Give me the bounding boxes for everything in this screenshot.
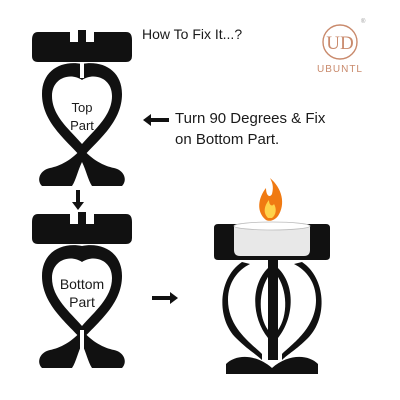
arrow-left-icon — [143, 114, 169, 126]
bottom-part-label-line1: Bottom — [59, 276, 105, 292]
registered-mark: ® — [361, 19, 366, 25]
candle-flame-icon — [259, 178, 283, 221]
top-part-label-line2: Part — [70, 118, 94, 133]
assembled-candle-holder — [214, 178, 330, 374]
instruction-line2: on Bottom Part. — [175, 131, 280, 148]
arrow-right-icon — [152, 292, 178, 304]
logo-monogram: UD — [326, 33, 353, 54]
instruction-text: Turn 90 Degrees & Fix on Bottom Part. — [175, 108, 325, 150]
bottom-part-label-line2: Part — [69, 294, 95, 310]
arrow-down-icon — [72, 190, 84, 210]
top-part-label: Top Part — [54, 99, 110, 135]
bottom-part-label: Bottom Part — [46, 275, 118, 311]
heading: How To Fix It...? — [142, 26, 243, 42]
top-part-label-line1: Top — [71, 100, 93, 115]
top-part-piece — [32, 30, 132, 186]
brand-logo: UD — [322, 24, 358, 60]
instruction-line1: Turn 90 Degrees & Fix — [175, 110, 326, 127]
bottom-part-piece — [32, 212, 132, 368]
logo-wordmark: UBUNTL — [316, 64, 363, 75]
